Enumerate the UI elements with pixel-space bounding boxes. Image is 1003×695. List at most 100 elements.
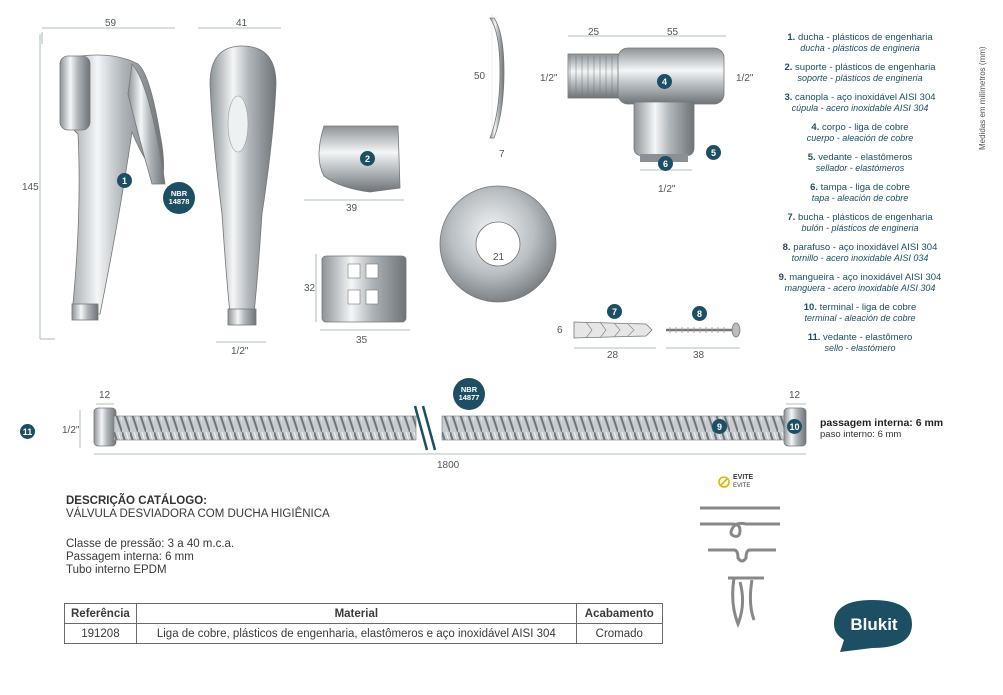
legend-es: sellador - elastómeros — [815, 163, 905, 173]
dim-body-right: 55 — [667, 27, 679, 38]
badge-6: 6 — [658, 156, 673, 171]
dim-cup-depth: 7 — [499, 149, 505, 160]
dim-body-thread-right: 1/2" — [736, 73, 754, 84]
dim-hose-thread: 1/2" — [62, 425, 80, 436]
legend-pt: 5. vedante - elastômeros — [770, 152, 950, 163]
cell-reference: 191208 — [64, 623, 137, 644]
legend-num: 5. — [807, 152, 816, 163]
dim-shower-width: 59 — [105, 18, 117, 29]
dim-shower-thread: 1/2" — [231, 346, 249, 357]
badge-9: 9 — [712, 419, 727, 434]
anchor-screw-drawing — [573, 321, 741, 349]
legend-es: tornillo - acero inoxidable AISI 034 — [791, 253, 929, 263]
legend-pt-text: vedante - elastômero — [823, 332, 913, 343]
legend-pt-text: terminal - liga de cobre — [819, 302, 917, 313]
legend-num: 8. — [782, 242, 791, 253]
badge-7: 7 — [607, 304, 622, 319]
dim-support-width: 39 — [346, 203, 358, 214]
cell-finish: Cromado — [575, 623, 663, 644]
support-side-drawing — [315, 254, 410, 331]
reference-table: Referência Material Acabamento 191208 Li… — [64, 603, 663, 644]
dim-cup-hole: 21 — [493, 252, 505, 263]
legend-pt: 9. mangueira - aço inoxidável AISI 304 — [770, 272, 950, 283]
badge-8: 8 — [692, 306, 707, 321]
nbr-hose-label-1: NBR — [460, 385, 478, 394]
legend-num: 4. — [811, 122, 820, 133]
cell-material: Liga de cobre, plásticos de engenharia, … — [135, 623, 577, 644]
dim-body-left: 25 — [588, 27, 600, 38]
blukit-logo: Blukit — [834, 600, 912, 652]
nbr-14877-seal: NBR 14877 — [453, 378, 485, 410]
legend-es: cúpula - acero inoxidable AISI 304 — [791, 103, 929, 113]
table-row: 191208 Liga de cobre, plásticos de engen… — [64, 623, 663, 644]
legend-es: bulón - plásticos de engineria — [801, 223, 919, 233]
canopla-side-drawing — [489, 14, 505, 142]
legend-es: manguera - acero inoxidable AISI 304 — [784, 283, 936, 293]
legend-pt: 11. vedante - elastômero — [770, 332, 950, 343]
spec-tube: Tubo interno EPDM — [66, 564, 167, 576]
legend-pt: 10. terminal - liga de cobre — [770, 302, 950, 313]
dim-hose-end-left: 12 — [99, 390, 111, 401]
legend-num: 10. — [803, 302, 817, 313]
col-finish: Acabamento — [575, 603, 663, 624]
spec-pressure: Classe de pressão: 3 a 40 m.c.a. — [66, 538, 235, 550]
legend-pt: 1. ducha - plásticos de engenharia — [770, 32, 950, 43]
legend-pt: 3. canopla - aço inoxidável AISI 304 — [770, 92, 950, 103]
legend-pt-text: bucha - plásticos de engenharia — [797, 212, 933, 223]
evite-pt: EVITE — [733, 474, 754, 481]
dim-anchor-width: 28 — [607, 350, 619, 361]
legend-pt: 8. parafuso - aço inoxidável AISI 304 — [770, 242, 950, 253]
table-header-row: Referência Material Acabamento — [64, 603, 663, 624]
legend-num: 3. — [784, 92, 793, 103]
brand-name: Blukit — [850, 615, 898, 634]
dim-body-thread-bottom: 1/2" — [658, 184, 676, 195]
dim-cup-height: 50 — [474, 71, 486, 82]
legend-num: 11. — [807, 332, 821, 343]
nbr-top-label-1: NBR — [170, 189, 188, 198]
dim-hose-length: 1800 — [437, 460, 460, 471]
legend-pt-text: ducha - plásticos de engenharia — [797, 32, 933, 43]
hand-shower-side-drawing — [39, 27, 175, 340]
legend-pt-text: vedante - elastômeros — [818, 152, 913, 163]
hose-bend-warning-drawing — [700, 506, 780, 629]
catalog-description: DESCRIÇÃO CATÁLOGO: VÁLVULA DESVIADORA C… — [66, 495, 330, 521]
nbr-top-label-2: 14878 — [168, 197, 190, 206]
dim-support-side-height: 32 — [304, 283, 316, 294]
legend-pt-text: mangueira - aço inoxidável AISI 304 — [789, 272, 942, 283]
legend-pt: 2. suporte - plásticos de engenharia — [770, 62, 950, 73]
badge-4: 4 — [657, 74, 672, 89]
nbr-hose-label-2: 14877 — [458, 393, 480, 402]
evite-label: EVITE EVITE — [718, 474, 753, 490]
legend-pt: 6. tampa - liga de cobre — [770, 182, 950, 193]
legend-es: cuerpo - aleación de cobre — [806, 133, 914, 143]
legend-pt-text: parafuso - aço inoxidável AISI 304 — [793, 242, 938, 253]
badge-2: 2 — [360, 151, 375, 166]
dim-support-side-width: 35 — [356, 335, 368, 346]
spec-passage: Passagem interna: 6 mm — [66, 551, 194, 563]
legend-pt-text: corpo - liga de cobre — [821, 122, 909, 133]
legend-es: sello - elastómero — [824, 343, 896, 353]
dim-shower-height: 145 — [22, 182, 39, 193]
passage-pt: passagem interna: 6 mm — [820, 417, 944, 429]
legend-es: ducha - plásticos de engineria — [800, 43, 920, 53]
col-material: Material — [135, 603, 577, 624]
nbr-14878-seal: NBR 14878 — [163, 182, 195, 214]
legend-num: 6. — [810, 182, 819, 193]
canopla-front-drawing — [439, 185, 557, 303]
description-heading: DESCRIÇÃO CATÁLOGO: — [66, 495, 207, 507]
legend-es: terminal - aleación de cobre — [804, 313, 916, 323]
passage-es: paso interno: 6 mm — [820, 429, 902, 440]
dim-shower-front-width: 41 — [236, 18, 248, 29]
legend-num: 9. — [778, 272, 787, 283]
